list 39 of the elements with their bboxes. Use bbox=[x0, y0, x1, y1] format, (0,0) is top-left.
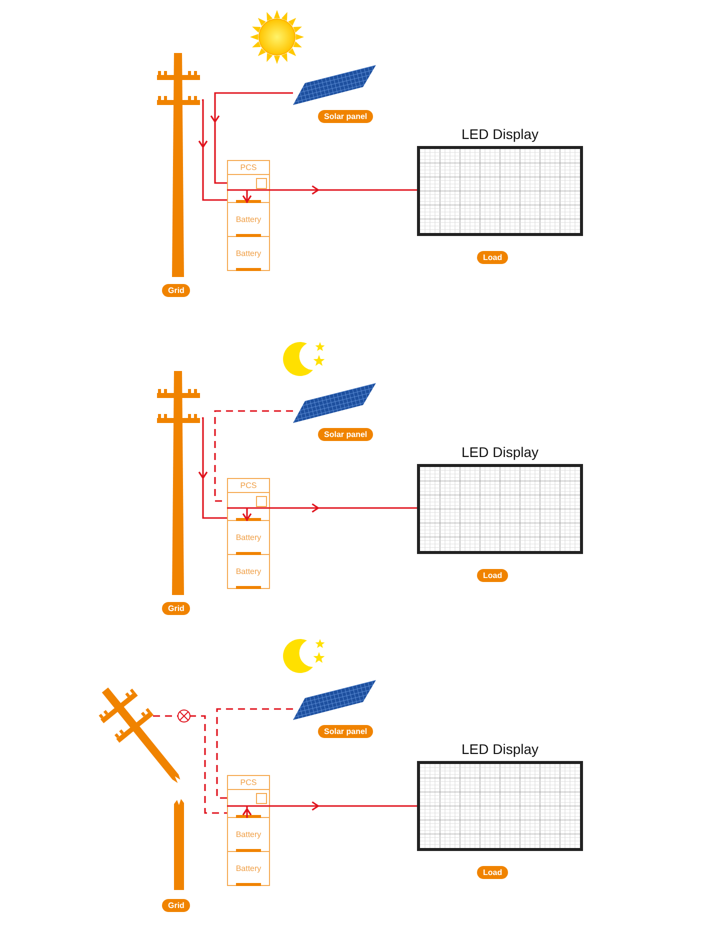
inverter-module bbox=[227, 493, 270, 521]
display-title: LED Display bbox=[460, 741, 540, 757]
inverter-module bbox=[227, 790, 270, 818]
pcs-label: PCS bbox=[239, 778, 258, 787]
caption-tag: Load bbox=[477, 866, 508, 879]
caption-tag: Solar panel bbox=[318, 428, 374, 441]
display-title: LED Display bbox=[460, 444, 540, 460]
arrow bbox=[242, 805, 252, 819]
battery-label: Battery bbox=[234, 830, 262, 839]
arrow bbox=[226, 801, 418, 811]
pcs-label: PCS bbox=[239, 163, 258, 172]
caption-tag: Solar panel bbox=[318, 110, 374, 123]
dashed-connector bbox=[153, 715, 227, 814]
storage-cabinet bbox=[227, 478, 270, 589]
caption-tag: Load bbox=[477, 251, 508, 264]
battery-label: Battery bbox=[234, 567, 262, 576]
caption-tag: Grid bbox=[162, 602, 190, 615]
caption-tag: Grid bbox=[162, 284, 190, 297]
arrow bbox=[210, 92, 294, 184]
inverter-module bbox=[227, 175, 270, 203]
battery-label: Battery bbox=[234, 864, 262, 873]
dashed-connector bbox=[214, 410, 293, 502]
arrow bbox=[242, 507, 252, 522]
storage-cabinet bbox=[227, 775, 270, 886]
arrow bbox=[198, 417, 228, 519]
arrow bbox=[226, 503, 418, 513]
battery-label: Battery bbox=[234, 249, 262, 258]
caption-tag: Solar panel bbox=[318, 725, 374, 738]
caption-tag: Load bbox=[477, 569, 508, 582]
storage-cabinet bbox=[227, 160, 270, 271]
caption-tag: Grid bbox=[162, 899, 190, 912]
arrow bbox=[198, 99, 228, 201]
display-title: LED Display bbox=[460, 126, 540, 142]
battery-label: Battery bbox=[234, 533, 262, 542]
pcs-label: PCS bbox=[239, 481, 258, 490]
battery-label: Battery bbox=[234, 215, 262, 224]
arrow bbox=[226, 185, 418, 195]
arrow bbox=[242, 189, 252, 204]
dashed-connector bbox=[216, 708, 293, 799]
